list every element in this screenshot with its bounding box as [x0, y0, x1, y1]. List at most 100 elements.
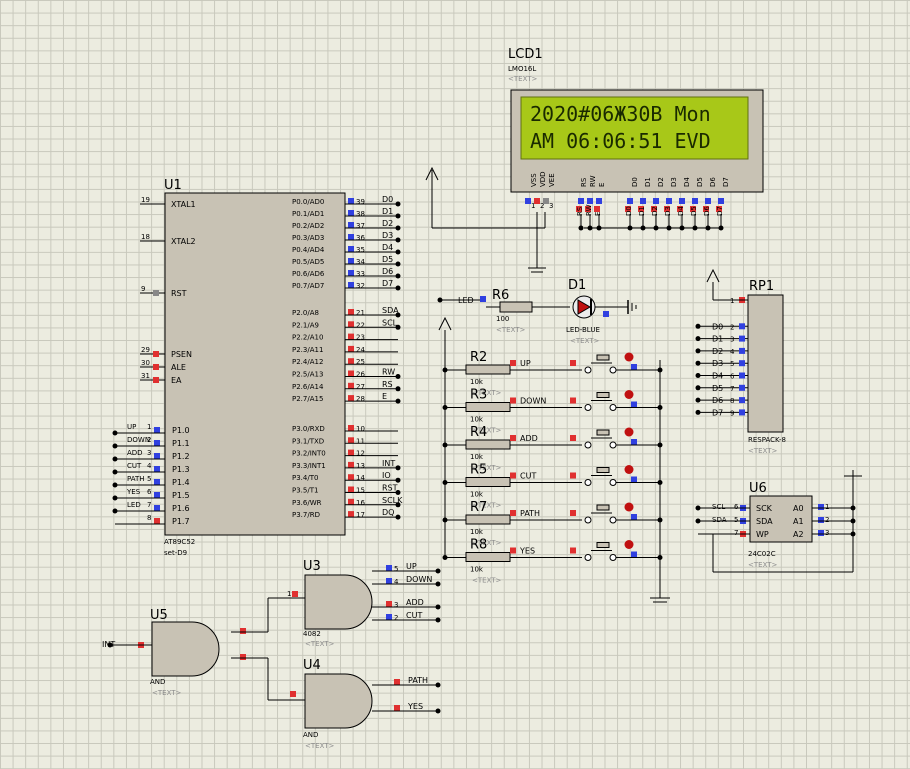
pin-marker: [570, 510, 576, 516]
u1-port-net: SCLK: [382, 496, 403, 505]
junction: [112, 495, 118, 501]
button-resistor: [465, 439, 511, 450]
lcd1[interactable]: LCD1 LMO16L <TEXT> 2020#06Ж30B Mon AM 06…: [508, 47, 764, 231]
u3-out-num: 3: [394, 601, 398, 609]
pin-marker: [154, 440, 160, 446]
u1-port-num: 10: [356, 425, 365, 433]
junction: [112, 456, 118, 462]
u1-port-num: 28: [356, 395, 365, 403]
u1-p1-name: P1.3: [172, 465, 190, 474]
lcd-signal-label: D6: [703, 206, 711, 216]
u6-body: [749, 495, 813, 543]
lcd1-line1: 2020#06Ж30B Mon: [530, 102, 711, 126]
u1-port-num: 11: [356, 437, 365, 445]
u3-model: 4082: [303, 630, 321, 638]
junction: [395, 324, 401, 330]
button-resistor: [465, 514, 511, 525]
junction: [395, 225, 401, 231]
pin-marker: [570, 547, 576, 554]
pin-marker: [154, 505, 160, 511]
junction: [395, 201, 401, 207]
pin-marker: [386, 565, 392, 571]
u6-ref: U6: [749, 481, 767, 496]
u1-p1-name: P1.2: [172, 452, 190, 461]
u1-port-name: P0.7/AD7: [292, 282, 324, 290]
u1-port-net: DQ: [382, 508, 394, 517]
pin-marker: [525, 198, 531, 204]
pin-marker: [348, 511, 354, 518]
junction: [695, 518, 701, 524]
lcd1-line2: AM 06:06:51 EVD: [530, 129, 711, 153]
pin-marker: [290, 691, 296, 697]
junction: [395, 386, 401, 392]
rp1-ref: RP1: [749, 279, 774, 294]
junction: [112, 430, 118, 436]
u1-port-name: P3.2/INT0: [292, 450, 326, 458]
u6-net: SDA: [712, 516, 727, 524]
u3-out-net: CUT: [406, 611, 422, 620]
junction: [395, 374, 401, 379]
u1-port-net: SDA: [382, 306, 399, 315]
u1-port-net: D2: [382, 219, 393, 228]
pin-marker: [716, 206, 722, 212]
pin-marker: [510, 360, 516, 366]
lcd-pin-label: VSS: [530, 173, 538, 187]
u3-out-net: DOWN: [406, 575, 432, 584]
u6-net: SCL: [712, 503, 725, 511]
u1-port-num: 35: [356, 246, 365, 254]
u1-port-net: D3: [382, 231, 393, 240]
rp1-pin-num: 2: [730, 323, 734, 331]
pin-marker: [587, 198, 593, 204]
u1-p1-name: P1.7: [172, 517, 190, 526]
u1-p1-net: YES: [126, 488, 141, 496]
button-indicator: [624, 352, 634, 362]
button-resistor: [465, 477, 511, 487]
junction: [695, 348, 701, 354]
u4-ref: U4: [303, 658, 321, 673]
u6-pin-name: SCK: [756, 504, 773, 513]
button-placeholder: <TEXT>: [472, 464, 502, 472]
u5-gate[interactable]: U5 AND <TEXT> INT: [102, 608, 246, 697]
pin-marker: [692, 198, 698, 204]
u1-port-name: P0.6/AD6: [292, 270, 325, 278]
u1-port-num: 37: [356, 222, 365, 230]
r6-led-group[interactable]: R6 LED 100 <TEXT> D1 LED-BLUE <TEXT>: [437, 278, 637, 345]
u1-p1-num: 2: [147, 436, 151, 444]
u1-port-num: 12: [356, 450, 365, 458]
u1-port-num: 15: [356, 487, 365, 495]
pin-marker: [585, 206, 591, 212]
u1-port-net: RS: [382, 380, 393, 389]
pin-marker: [154, 453, 160, 459]
u1-p1-num: 8: [147, 514, 151, 522]
lcd-signal-label: E: [594, 212, 602, 216]
button-array[interactable]: R210k<TEXT>UPR310k<TEXT>DOWNR410k<TEXT>A…: [442, 350, 663, 585]
junction: [578, 225, 584, 231]
u1-port-num: 23: [356, 334, 365, 342]
pin-marker: [292, 591, 298, 597]
lcd-signal-label: RS: [576, 206, 584, 216]
junction: [695, 385, 701, 391]
lcd-pin-label: RS: [580, 177, 588, 187]
u3-out-num: 4: [394, 578, 399, 586]
u1-port-num: 14: [356, 474, 365, 482]
u1-port-name: P2.1/A9: [292, 321, 319, 329]
pin-marker: [154, 479, 160, 485]
button-resistor-ref: R5: [470, 463, 487, 478]
pin-marker: [570, 472, 576, 479]
pin-marker: [153, 364, 159, 370]
rp1-pin-num: 5: [730, 360, 734, 368]
u1-port-net: INT: [382, 459, 395, 468]
u3-ref: U3: [303, 559, 321, 574]
lcd-signal-label: D4: [677, 206, 685, 216]
button-placeholder: <TEXT>: [472, 539, 502, 547]
u1-p1-num: 4: [147, 462, 152, 470]
